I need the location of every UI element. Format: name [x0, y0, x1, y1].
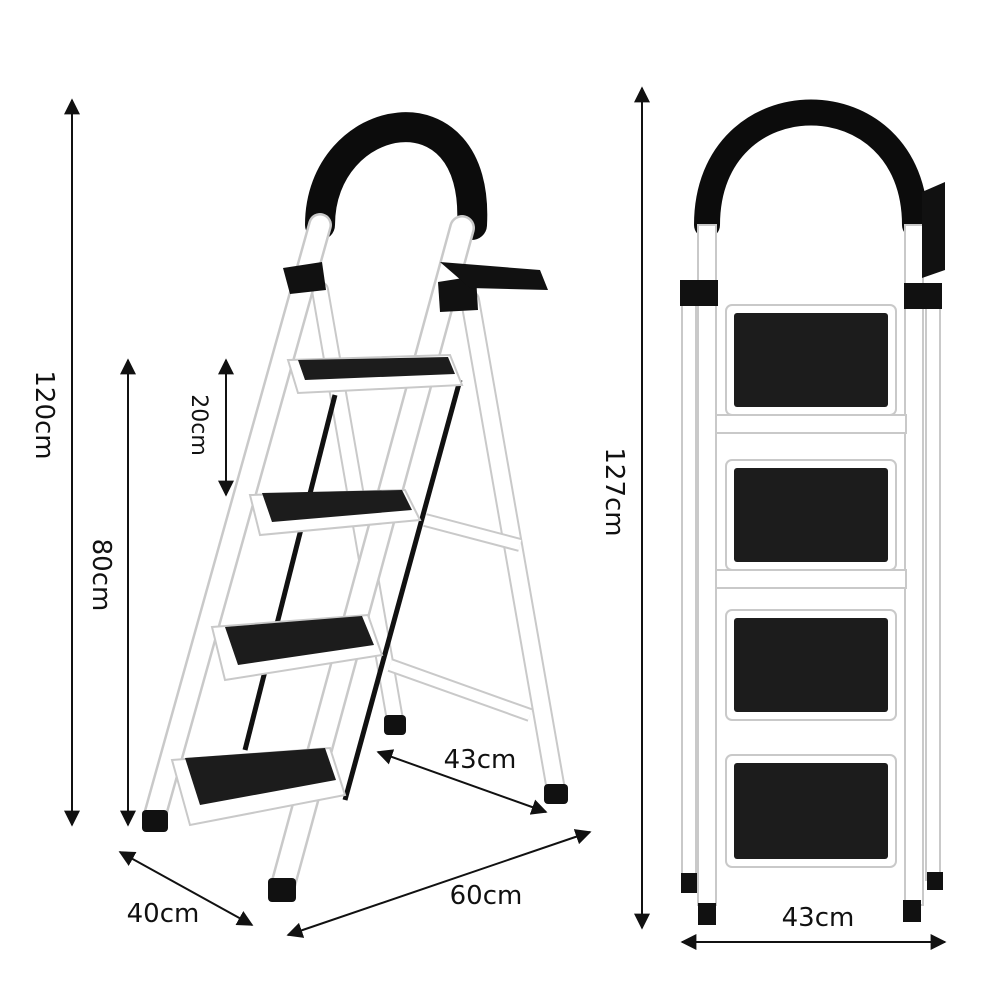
- dimension-labels: 120cm 80cm 20cm 43cm 40cm 60cm 127cm 43c…: [29, 370, 854, 933]
- front-step-2: [715, 459, 907, 589]
- arrow-depth-rear: [376, 749, 548, 815]
- arrow-base-width: [118, 851, 254, 926]
- label-front-height: 127cm: [599, 447, 629, 536]
- label-total-height: 120cm: [29, 370, 59, 459]
- label-base-width: 40cm: [127, 899, 200, 929]
- side-step-2: [248, 488, 422, 537]
- front-step-1: [715, 304, 907, 434]
- label-base-length: 60cm: [450, 881, 523, 911]
- front-step-4: [725, 754, 897, 868]
- label-front-width: 43cm: [782, 903, 855, 933]
- hinge-brackets: [283, 262, 548, 312]
- support-rods: [242, 379, 463, 801]
- front-rails: [681, 224, 941, 906]
- side-step-1: [286, 353, 464, 395]
- front-view-ladder: [680, 99, 945, 925]
- label-depth-rear: 43cm: [444, 745, 517, 775]
- handle-grip: [305, 112, 488, 240]
- front-hinges: [680, 182, 945, 309]
- front-step-3: [725, 609, 897, 721]
- arrow-base-length: [286, 829, 592, 938]
- front-handle-grip: [694, 99, 928, 238]
- side-step-3: [210, 613, 384, 682]
- rear-braces: [387, 513, 533, 722]
- label-step-spacing: 20cm: [186, 394, 211, 456]
- label-platform-height: 80cm: [86, 539, 116, 612]
- side-step-4: [170, 746, 347, 827]
- front-feet: [681, 872, 943, 925]
- dimension-arrows: [64, 86, 947, 950]
- side-view-ladder: [142, 112, 568, 902]
